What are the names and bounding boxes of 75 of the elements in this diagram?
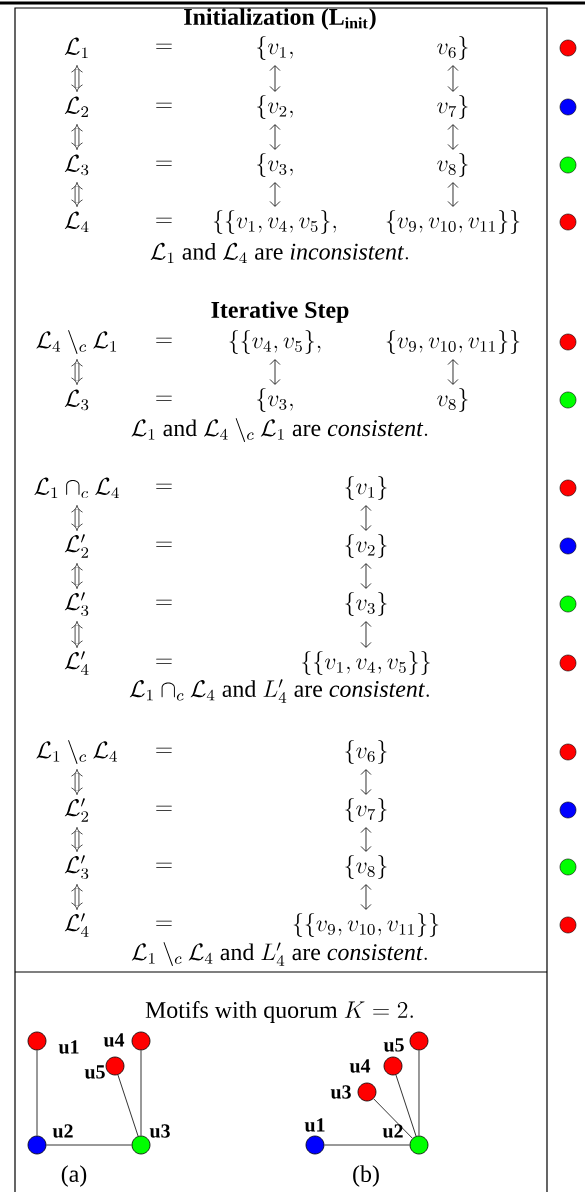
equals-sign: $=$ [156, 920, 172, 926]
set-value: $\{\{v_9,v_{10},v_{11}\}\}$ [293, 913, 439, 937]
set-value: $\{v_6\}$ [345, 740, 387, 764]
equals-sign: $=$ [156, 747, 172, 753]
set-value: $\{v_9,v_{10},v_{11}\}\}$ [386, 210, 520, 234]
consistency-note: $\mathcal{L}_1 \cap_c \mathcal{L}_4 \mbox{ and } L'_4 \mbox{ are } \mathit{consistent}.$ [129, 679, 429, 703]
equals-sign: $=$ [156, 599, 172, 605]
set-name: $\mathcal{L}'_3$ [64, 592, 89, 617]
graph-edge [117, 1074, 139, 1137]
graph-edge [373, 1098, 413, 1139]
subfigure-label: (b) [353, 1165, 379, 1187]
equals-sign: $=$ [156, 805, 172, 811]
graph-edge [140, 1050, 142, 1136]
vertex-label: u2 [52, 1124, 73, 1138]
graph-edge [395, 1074, 417, 1137]
set-value: $\{v_3,$ [257, 153, 293, 177]
set-value: $\{v_1,$ [257, 36, 293, 60]
set-value: $\{\{v_1,v_4,v_5\},$ [213, 210, 336, 234]
vertex-label: u2 [382, 1124, 403, 1138]
vertex-label: u5 [383, 1038, 404, 1052]
equals-sign: $=$ [156, 337, 172, 343]
set-name: $\mathcal{L}'_4$ [64, 651, 89, 675]
set-name: $\mathcal{L}_4$ [64, 211, 89, 232]
set-value: $\{v_2,$ [257, 95, 293, 119]
graph-edge [36, 1050, 38, 1136]
set-name: $\mathcal{L}_4 \setminus_c \mathcal{L}_1$ [36, 330, 117, 354]
consistency-note: $\mathcal{L}_1 \mbox{ and } \mathcal{L}_4 \mbox{ are } \mathit{inconsistent}.$ [150, 242, 409, 264]
set-value: $v_7\}$ [437, 95, 468, 119]
set-name: $\mathcal{L}'_2$ [64, 798, 89, 822]
caption-text: $\mbox{Motifs with quorum } K = 2.$ [145, 1001, 413, 1023]
set-name: $\mathcal{L}_3$ [64, 154, 89, 176]
vertex-label: u3 [330, 1085, 351, 1099]
section-heading: Iterative Step [211, 301, 349, 323]
set-name: $\mathcal{L}_3$ [64, 389, 89, 411]
graph-edge [324, 1144, 410, 1146]
set-value: $\{\{v_4,v_5\},$ [229, 330, 321, 354]
set-value: $\{v_2\}$ [345, 534, 387, 558]
set-value: $\{\{v_1,v_4,v_5\}\}$ [302, 651, 430, 675]
equals-sign: $=$ [156, 102, 172, 108]
equals-sign: $=$ [156, 160, 172, 166]
equals-sign: $=$ [156, 658, 172, 664]
equals-sign: $=$ [156, 217, 172, 223]
equals-sign: $=$ [156, 483, 172, 489]
vertex-label: u4 [349, 1059, 371, 1073]
set-name: $\mathcal{L}'_3$ [64, 855, 89, 880]
vertex-label: u3 [149, 1124, 170, 1138]
set-value: $v_8\}$ [437, 153, 468, 177]
set-name: $\mathcal{L}'_2$ [64, 534, 89, 558]
consistency-note: $\mathcal{L}_1 \mbox{ and } \mathcal{L}_4 \setminus_c \mathcal{L}_1 \mbox{ are } \mathit{consistent}.$ [131, 418, 428, 442]
vertex-label: u1 [304, 1118, 325, 1132]
diagram-title: Initialization (L$_{init}$) [184, 8, 376, 30]
set-name: $\mathcal{L}'_4$ [64, 913, 89, 937]
set-value: $\{v_8\}$ [345, 855, 387, 879]
set-value: $v_8\}$ [437, 388, 468, 412]
set-name: $\mathcal{L}_2$ [64, 96, 89, 117]
vertex-label: u1 [58, 1040, 79, 1054]
consistency-note: $\mathcal{L}_1 \setminus_c \mathcal{L}_4 \mbox{ and } L'_4 \mbox{ are } \mathit{consistent}.$ [131, 942, 427, 966]
vertex-label: u4 [103, 1033, 125, 1047]
set-name: $\mathcal{L}_1 \setminus_c \mathcal{L}_4$ [36, 740, 117, 764]
equals-sign: $=$ [156, 43, 172, 49]
equals-sign: $=$ [156, 862, 172, 868]
set-value: $\{v_3\}$ [345, 592, 387, 616]
graph-edge [46, 1144, 132, 1146]
set-value: $\{v_7\}$ [345, 798, 387, 822]
set-value: $\{v_3,$ [257, 388, 293, 412]
set-name: $\mathcal{L}_1$ [64, 37, 88, 58]
subfigure-label: (a) [61, 1165, 87, 1187]
equals-sign: $=$ [156, 395, 172, 401]
set-value: $\{v_1\}$ [345, 476, 387, 500]
equals-sign: $=$ [156, 541, 172, 547]
set-name: $\mathcal{L}_1 \cap_c \mathcal{L}_4$ [34, 477, 119, 499]
graph-edge [418, 1050, 420, 1136]
vertex-label: u5 [84, 1065, 105, 1079]
set-value: $\{v_9,v_{10},v_{11}\}\}$ [386, 330, 520, 354]
set-value: $v_6\}$ [437, 36, 468, 60]
